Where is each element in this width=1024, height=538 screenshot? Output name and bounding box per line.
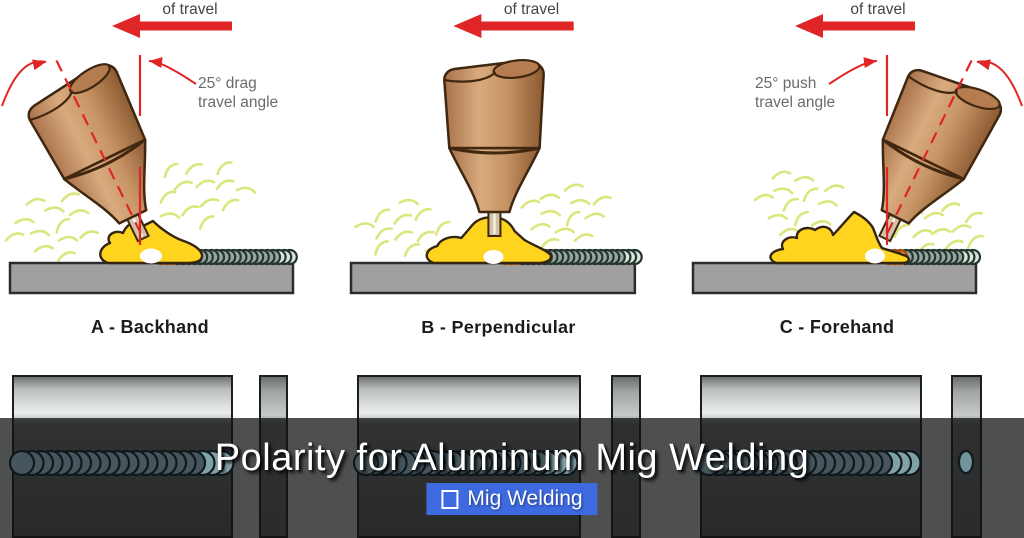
travel-angle-note-line2: travel angle <box>198 94 278 111</box>
video-title: Polarity for Aluminum Mig Welding <box>214 437 810 479</box>
direction-of-travel-label: of travel <box>504 1 559 18</box>
panel-perpendicular: of travel B - Perpendicular <box>341 0 683 360</box>
perpendicular-diagram: of travel B - Perpendicular <box>349 1 643 337</box>
photo-strip: Polarity for Aluminum Mig Welding Mig We… <box>0 360 1024 538</box>
square-outline-icon <box>441 490 459 509</box>
panel-caption: B - Perpendicular <box>421 317 576 337</box>
forehand-diagram: of travel 25° push travel angle C - Fore… <box>691 1 1023 337</box>
backhand-art <box>1 14 298 295</box>
weld-bead-art <box>8 449 975 477</box>
panel-caption: C - Forehand <box>780 317 895 337</box>
title-overlay <box>0 418 1024 538</box>
direction-of-travel-label: of travel <box>850 1 905 18</box>
category-badge[interactable]: Mig Welding <box>426 483 598 515</box>
backhand-diagram: of travel 25° drag travel angle A - Back… <box>1 1 298 337</box>
direction-of-travel-label: of travel <box>162 1 217 18</box>
perpendicular-art <box>349 14 643 295</box>
panel-backhand: of travel 25° drag travel angle A - Back… <box>0 0 341 360</box>
travel-angle-note-line1: 25° drag <box>198 75 257 92</box>
forehand-art <box>691 14 1023 295</box>
panel-caption: A - Backhand <box>91 317 209 337</box>
travel-angle-note-line1: 25° push <box>755 75 816 92</box>
technique-diagrams: of travel 25° drag travel angle A - Back… <box>0 0 1024 360</box>
badge-label: Mig Welding <box>467 487 583 510</box>
travel-angle-note-line2: travel angle <box>755 94 835 111</box>
panel-forehand: of travel 25° push travel angle C - Fore… <box>683 0 1024 360</box>
